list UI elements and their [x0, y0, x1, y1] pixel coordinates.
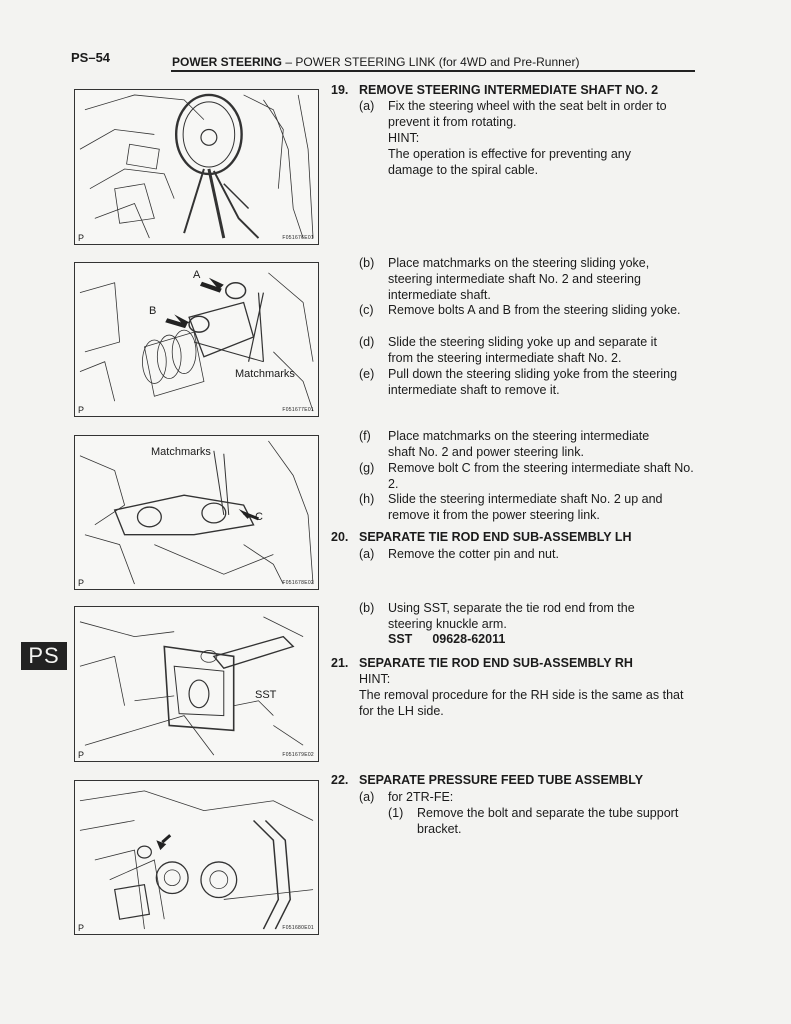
step-number: 21. — [331, 656, 349, 670]
figure-code: F051678E02 — [282, 580, 314, 586]
sub-text: for 2TR-FE: — [388, 790, 454, 804]
figure-corner-mark: P — [78, 405, 85, 415]
page-number: PS–54 — [71, 50, 111, 65]
sub-mark: (e) — [359, 367, 375, 381]
sub-mark: (b) — [359, 601, 375, 615]
figure-code: F051679E02 — [282, 752, 314, 758]
step-19d: (d) Slide the steering sliding yoke up a… — [359, 334, 679, 366]
sub-mark: (a) — [359, 790, 375, 804]
steering-wheel-illustration — [79, 93, 314, 239]
label-matchmarks: Matchmarks — [151, 446, 211, 458]
figure-corner-mark: P — [78, 233, 85, 243]
label-bolt-c: C — [255, 511, 263, 523]
sub-text: Fix the steering wheel with the seat bel… — [388, 99, 667, 129]
figure-code: F051680E01 — [282, 925, 314, 931]
step-19e: (e) Pull down the steering sliding yoke … — [359, 366, 697, 398]
step-22-heading: 22. SEPARATE PRESSURE FEED TUBE ASSEMBLY — [331, 773, 643, 787]
step-number: 22. — [331, 773, 349, 787]
figure-sliding-yoke: A B Matchmarks P F051677E01 — [74, 262, 319, 417]
sub-mark: (d) — [359, 335, 375, 349]
sub-mark: (a) — [359, 547, 375, 561]
sliding-yoke-illustration — [79, 272, 314, 412]
step-19f: (f) Place matchmarks on the steering int… — [359, 428, 679, 460]
sub-mark: (1) — [388, 806, 404, 820]
step-19-hint-label: HINT: — [388, 131, 420, 145]
section-title: POWER STEERING — [172, 55, 283, 69]
sub-text: Remove bolt C from the steering intermed… — [388, 461, 694, 491]
step-19-heading: 19. REMOVE STEERING INTERMEDIATE SHAFT NO… — [331, 83, 658, 97]
figure-corner-mark: P — [78, 578, 85, 588]
section-subtitle: POWER STEERING LINK (for 4WD and Pre-Run… — [295, 55, 580, 69]
figure-pressure-tube: P F051680E01 — [74, 780, 319, 935]
sub-text: Place matchmarks on the steering sliding… — [388, 256, 650, 302]
figure-code: F051677E01 — [282, 407, 314, 413]
sub-mark: (g) — [359, 461, 375, 475]
sub-text: Slide the steering intermediate shaft No… — [388, 492, 663, 522]
step-title: SEPARATE PRESSURE FEED TUBE ASSEMBLY — [359, 773, 644, 787]
figure-tie-rod-sst: SST P F051679E02 — [74, 606, 319, 762]
step-19h: (h) Slide the steering intermediate shaf… — [359, 491, 689, 523]
step-21-heading: 21. SEPARATE TIE ROD END SUB-ASSEMBLY RH — [331, 656, 633, 670]
step-22a1: (1) Remove the bolt and separate the tub… — [388, 805, 698, 837]
step-title: REMOVE STEERING INTERMEDIATE SHAFT NO. 2 — [359, 83, 659, 97]
figure-intermediate-shaft: Matchmarks C P F051678E02 — [74, 435, 319, 590]
step-20a: (a) Remove the cotter pin and nut. — [359, 546, 679, 562]
sub-text: Remove the bolt and separate the tube su… — [417, 806, 679, 836]
sub-text: Pull down the steering sliding yoke from… — [388, 367, 678, 397]
sst-label: SST — [388, 632, 413, 646]
step-21-hint-label: HINT: — [359, 672, 391, 686]
step-21-hint-text: The removal procedure for the RH side is… — [359, 688, 684, 718]
step-number: 20. — [331, 530, 349, 544]
step-title: SEPARATE TIE ROD END SUB-ASSEMBLY RH — [359, 656, 633, 670]
step-19c: (c) Remove bolts A and B from the steeri… — [359, 302, 689, 318]
sub-text: Remove the cotter pin and nut. — [388, 547, 559, 561]
section-tab: PS — [21, 642, 67, 670]
header-rule — [171, 70, 695, 72]
label-matchmarks: Matchmarks — [235, 368, 295, 380]
header-separator: – — [285, 55, 293, 69]
step-title: SEPARATE TIE ROD END SUB-ASSEMBLY LH — [359, 530, 632, 544]
step-19g: (g) Remove bolt C from the steering inte… — [359, 460, 697, 492]
figure-corner-mark: P — [78, 923, 85, 933]
sub-text: Remove bolts A and B from the steering s… — [388, 303, 681, 317]
step-19-hint-text: The operation is effective for preventin… — [388, 147, 631, 177]
sub-mark: (a) — [359, 99, 375, 113]
step-number: 19. — [331, 83, 349, 97]
figure-corner-mark: P — [78, 750, 85, 760]
tie-rod-sst-illustration — [79, 616, 304, 756]
header-title: POWER STEERING – POWER STEERING LINK (fo… — [172, 55, 579, 69]
sst-callout: SST 09628-62011 — [388, 632, 505, 646]
pressure-tube-illustration — [79, 790, 314, 930]
sub-text: Place matchmarks on the steering interme… — [388, 429, 650, 459]
sub-mark: (b) — [359, 256, 375, 270]
label-sst: SST — [255, 689, 277, 701]
step-19b: (b) Place matchmarks on the steering sli… — [359, 255, 679, 303]
sub-mark: (f) — [359, 429, 371, 443]
sub-mark: (c) — [359, 303, 374, 317]
label-bolt-b: B — [149, 305, 157, 317]
figure-code: F051676E01 — [282, 235, 314, 241]
sub-text: Using SST, separate the tie rod end from… — [388, 601, 635, 631]
step-20b: (b) Using SST, separate the tie rod end … — [359, 600, 659, 632]
intermediate-shaft-illustration — [79, 440, 314, 585]
step-22a: (a) for 2TR-FE: — [359, 789, 679, 805]
step-19a: (a) Fix the steering wheel with the seat… — [359, 98, 694, 130]
sst-number: 09628-62011 — [432, 632, 506, 646]
label-bolt-a: A — [193, 269, 201, 281]
sub-mark: (h) — [359, 492, 375, 506]
step-20-heading: 20. SEPARATE TIE ROD END SUB-ASSEMBLY LH — [331, 530, 632, 544]
sub-text: Slide the steering sliding yoke up and s… — [388, 335, 657, 365]
figure-steering-wheel: P F051676E01 — [74, 89, 319, 245]
